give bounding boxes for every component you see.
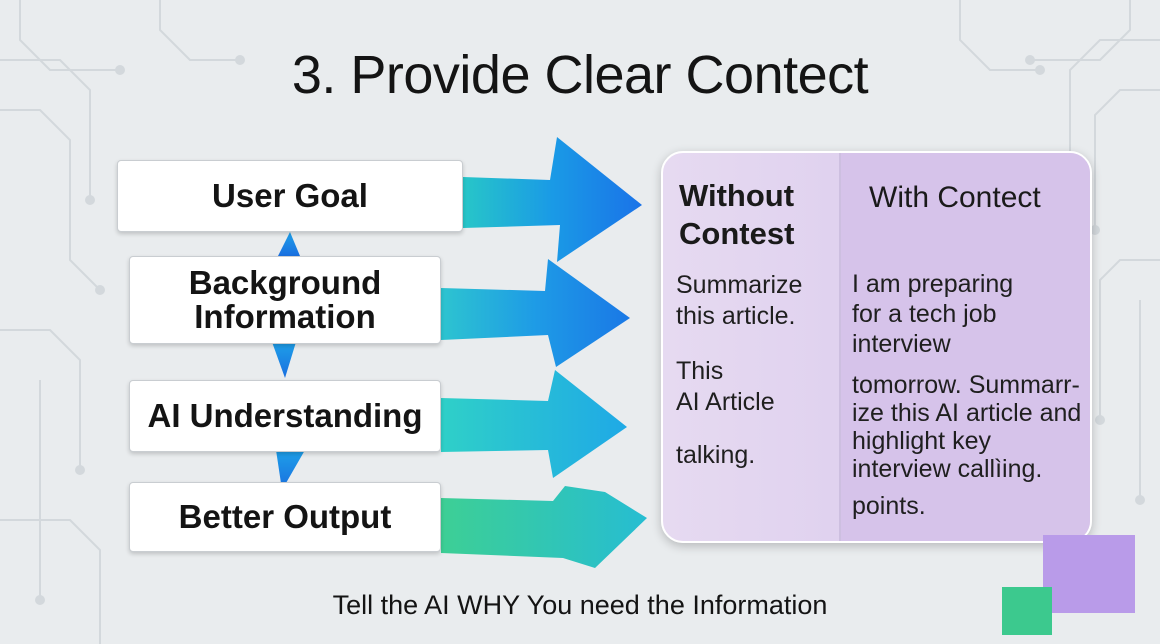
without-context-heading: Without Contest: [679, 178, 795, 251]
step-label: AI Understanding: [147, 397, 423, 434]
column-divider: [839, 153, 841, 541]
step-background-information: Background Information: [129, 256, 441, 344]
step-label: Better Output: [178, 498, 392, 535]
without-context-text: Summarize this article.: [676, 271, 803, 330]
page-title: 3. Provide Clear Contect: [291, 45, 869, 105]
step-ai-understanding: AI Understanding: [129, 380, 441, 452]
step-label: User Goal: [212, 177, 368, 214]
comparison-panel: Without Contest With Contect Summarize t…: [661, 151, 1092, 543]
with-context-heading: With Contect: [869, 181, 1041, 214]
without-context-text: This AI Article: [676, 357, 775, 416]
without-context-text: talking.: [676, 441, 756, 469]
with-context-text: tomorrow. Summarr- ize this AI article a…: [852, 371, 1082, 483]
decorative-square: [1043, 535, 1135, 613]
step-user-goal: User Goal: [117, 160, 463, 232]
step-label: Background Information: [188, 264, 382, 335]
step-better-output: Better Output: [129, 482, 441, 552]
with-context-text: I am preparing for a tech job interview: [852, 270, 1014, 358]
footer-caption: Tell the AI WHY You need the Information: [332, 590, 828, 620]
decorative-square: [1002, 587, 1052, 635]
right-column-background: [841, 153, 1090, 541]
with-context-text: points.: [852, 492, 926, 520]
